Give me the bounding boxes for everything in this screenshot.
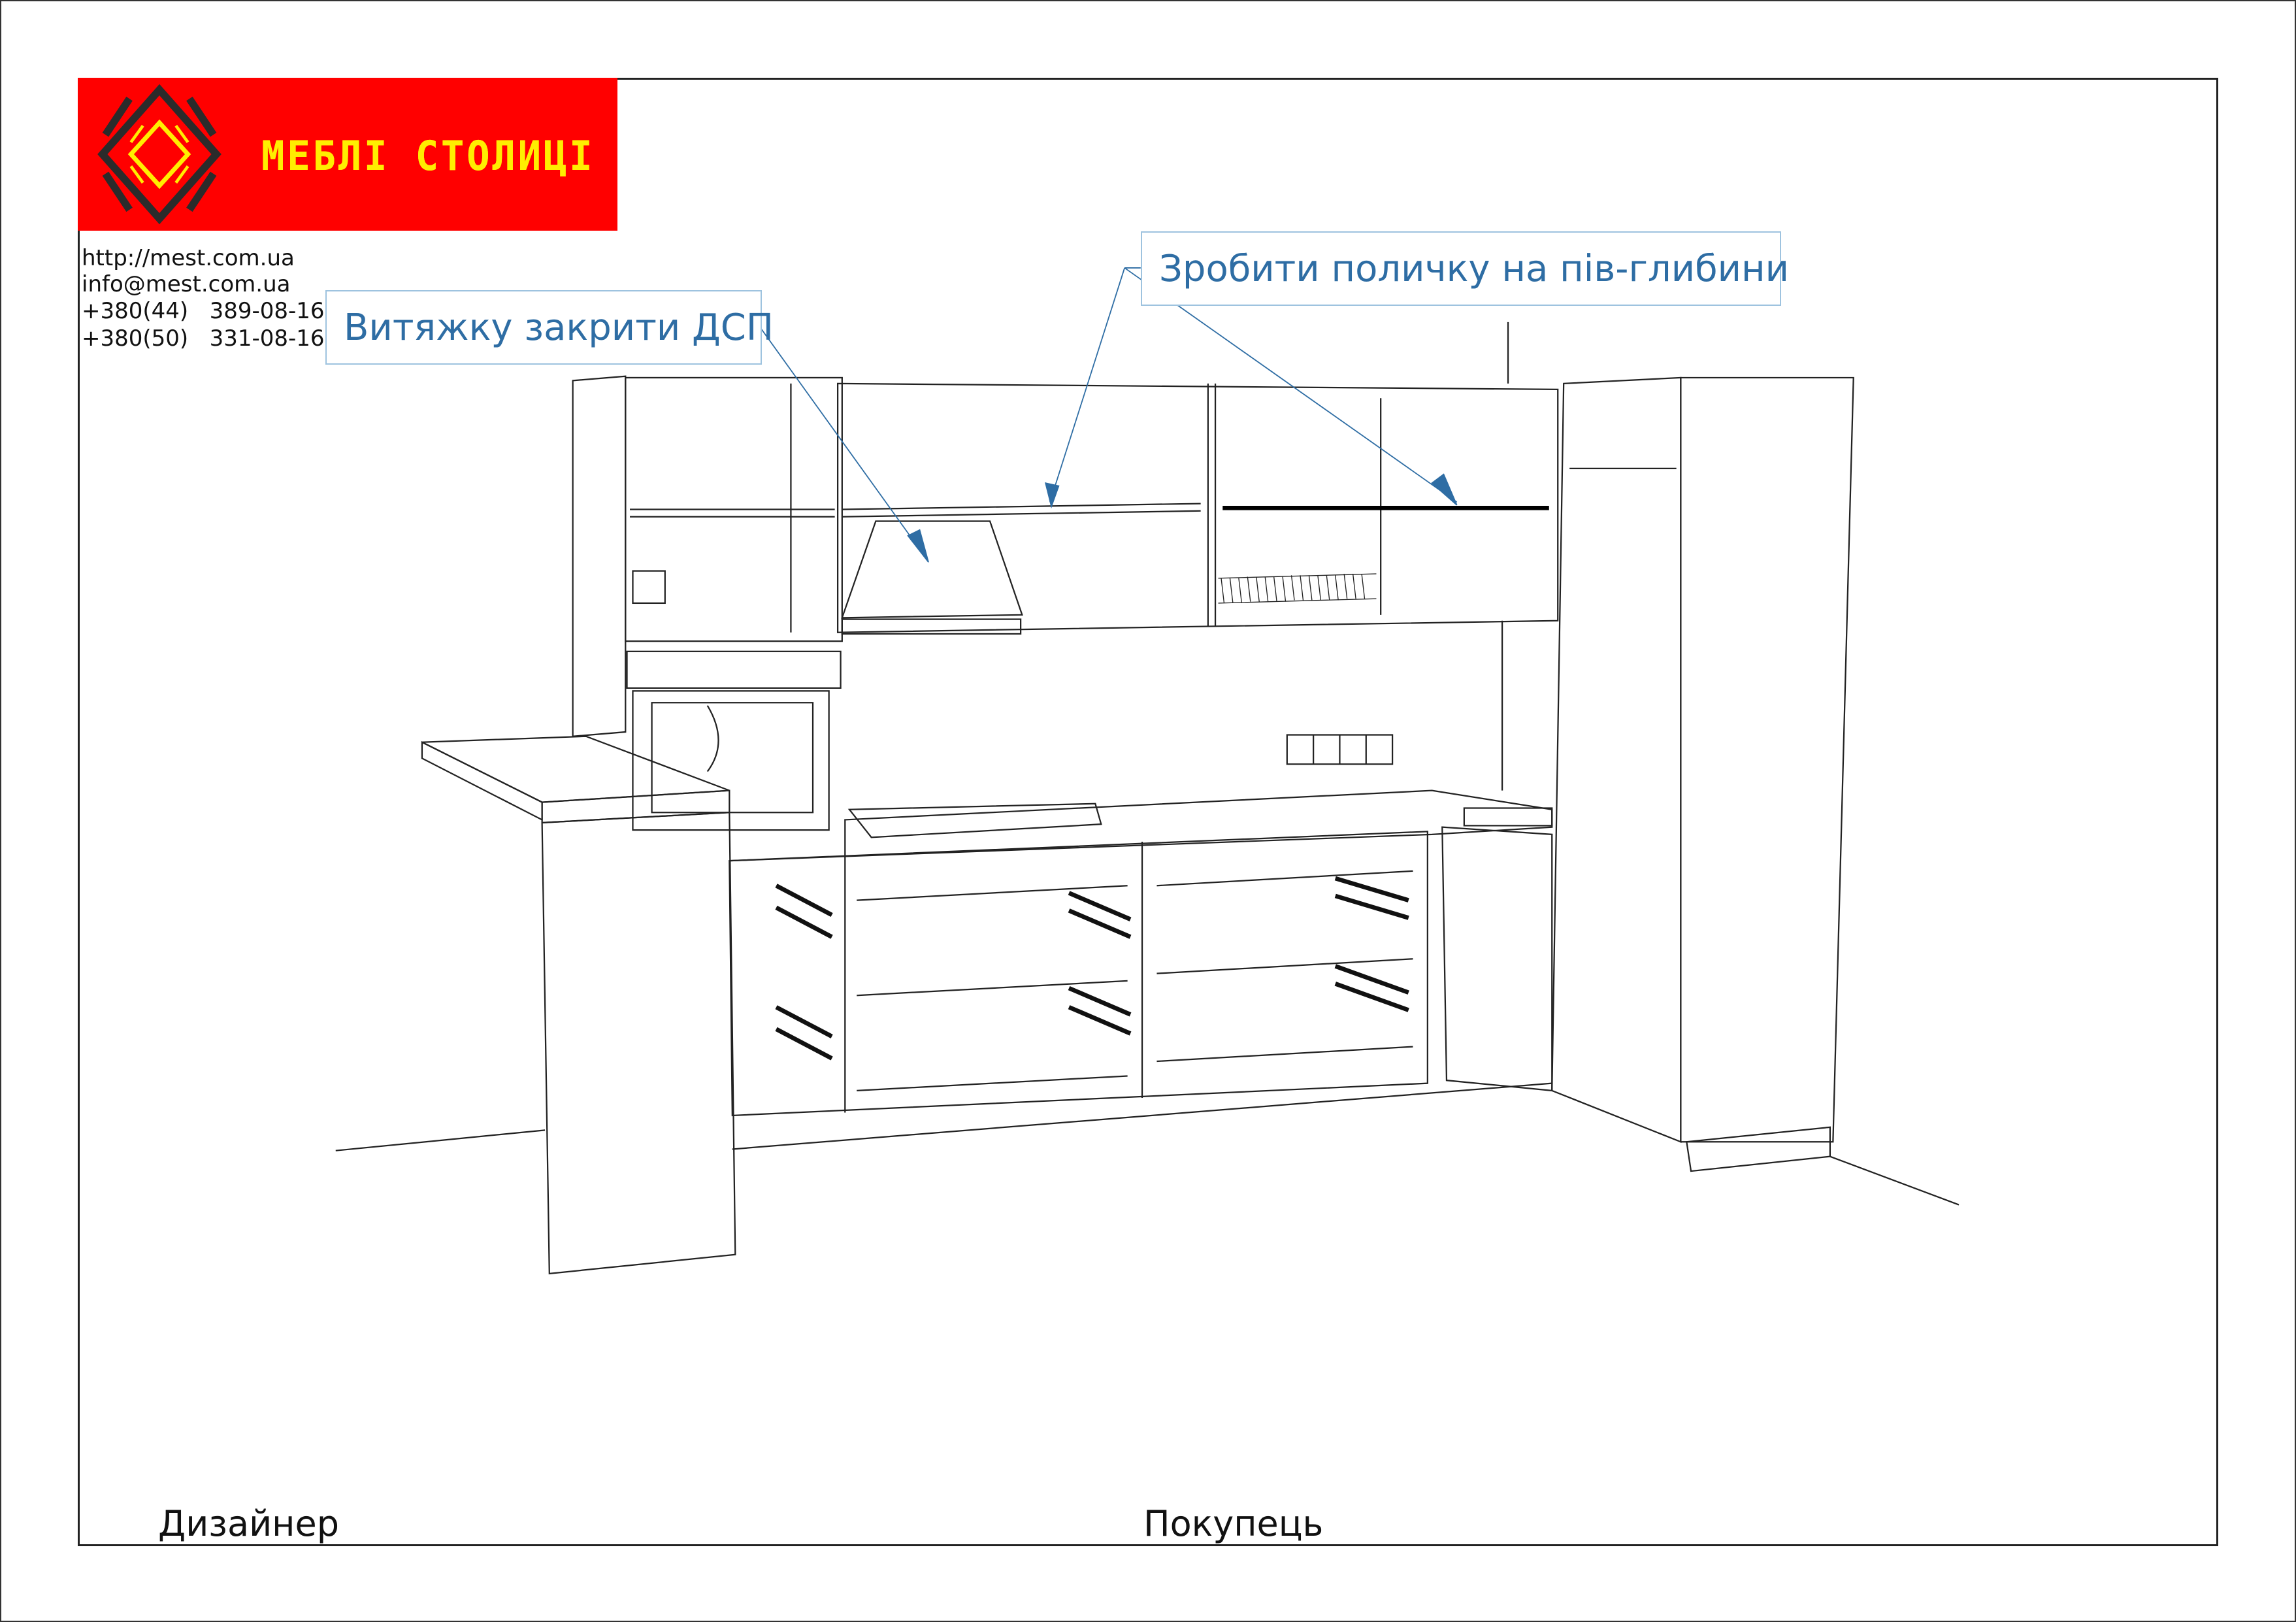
bar-counter <box>421 735 736 1275</box>
annotation-hood-text: Витяжку закрити ДСП <box>344 306 774 349</box>
annotation-hood: Витяжку закрити ДСП <box>325 290 774 365</box>
tall-right-column <box>1551 376 1854 1172</box>
website-link[interactable]: http://mest.com.ua <box>82 245 295 271</box>
designer-signature-label: Дизайнер <box>158 1503 339 1544</box>
upper-cabinets <box>836 382 1559 635</box>
customer-signature-label: Покупець <box>1143 1503 1324 1544</box>
tall-oven-column <box>572 375 843 831</box>
backsplash <box>1286 322 1509 791</box>
phone-1: +380(44) 389-08-16 <box>82 298 325 324</box>
arrow-shelf <box>1044 482 1060 509</box>
company-logo: МЕБЛІ СТОЛИЦІ <box>78 78 617 231</box>
annotation-leaders <box>761 267 1458 563</box>
arrow-hood <box>907 529 929 563</box>
floor-lines <box>335 1129 1960 1206</box>
phone-2: +380(50) 331-08-16 <box>82 325 325 352</box>
logo-emblem-icon <box>97 84 221 225</box>
drawing-frame <box>78 78 2218 1546</box>
annotation-shelf: Зробити поличку на пів-глибини <box>1141 231 1789 306</box>
brand-name: МЕБЛІ СТОЛИЦІ <box>261 132 595 180</box>
annotation-shelf-text: Зробити поличку на пів-глибини <box>1159 247 1790 290</box>
base-cabinets <box>729 789 1553 1150</box>
email-link[interactable]: info@mest.com.ua <box>82 271 291 297</box>
arrow-shelf-2 <box>1431 473 1458 506</box>
